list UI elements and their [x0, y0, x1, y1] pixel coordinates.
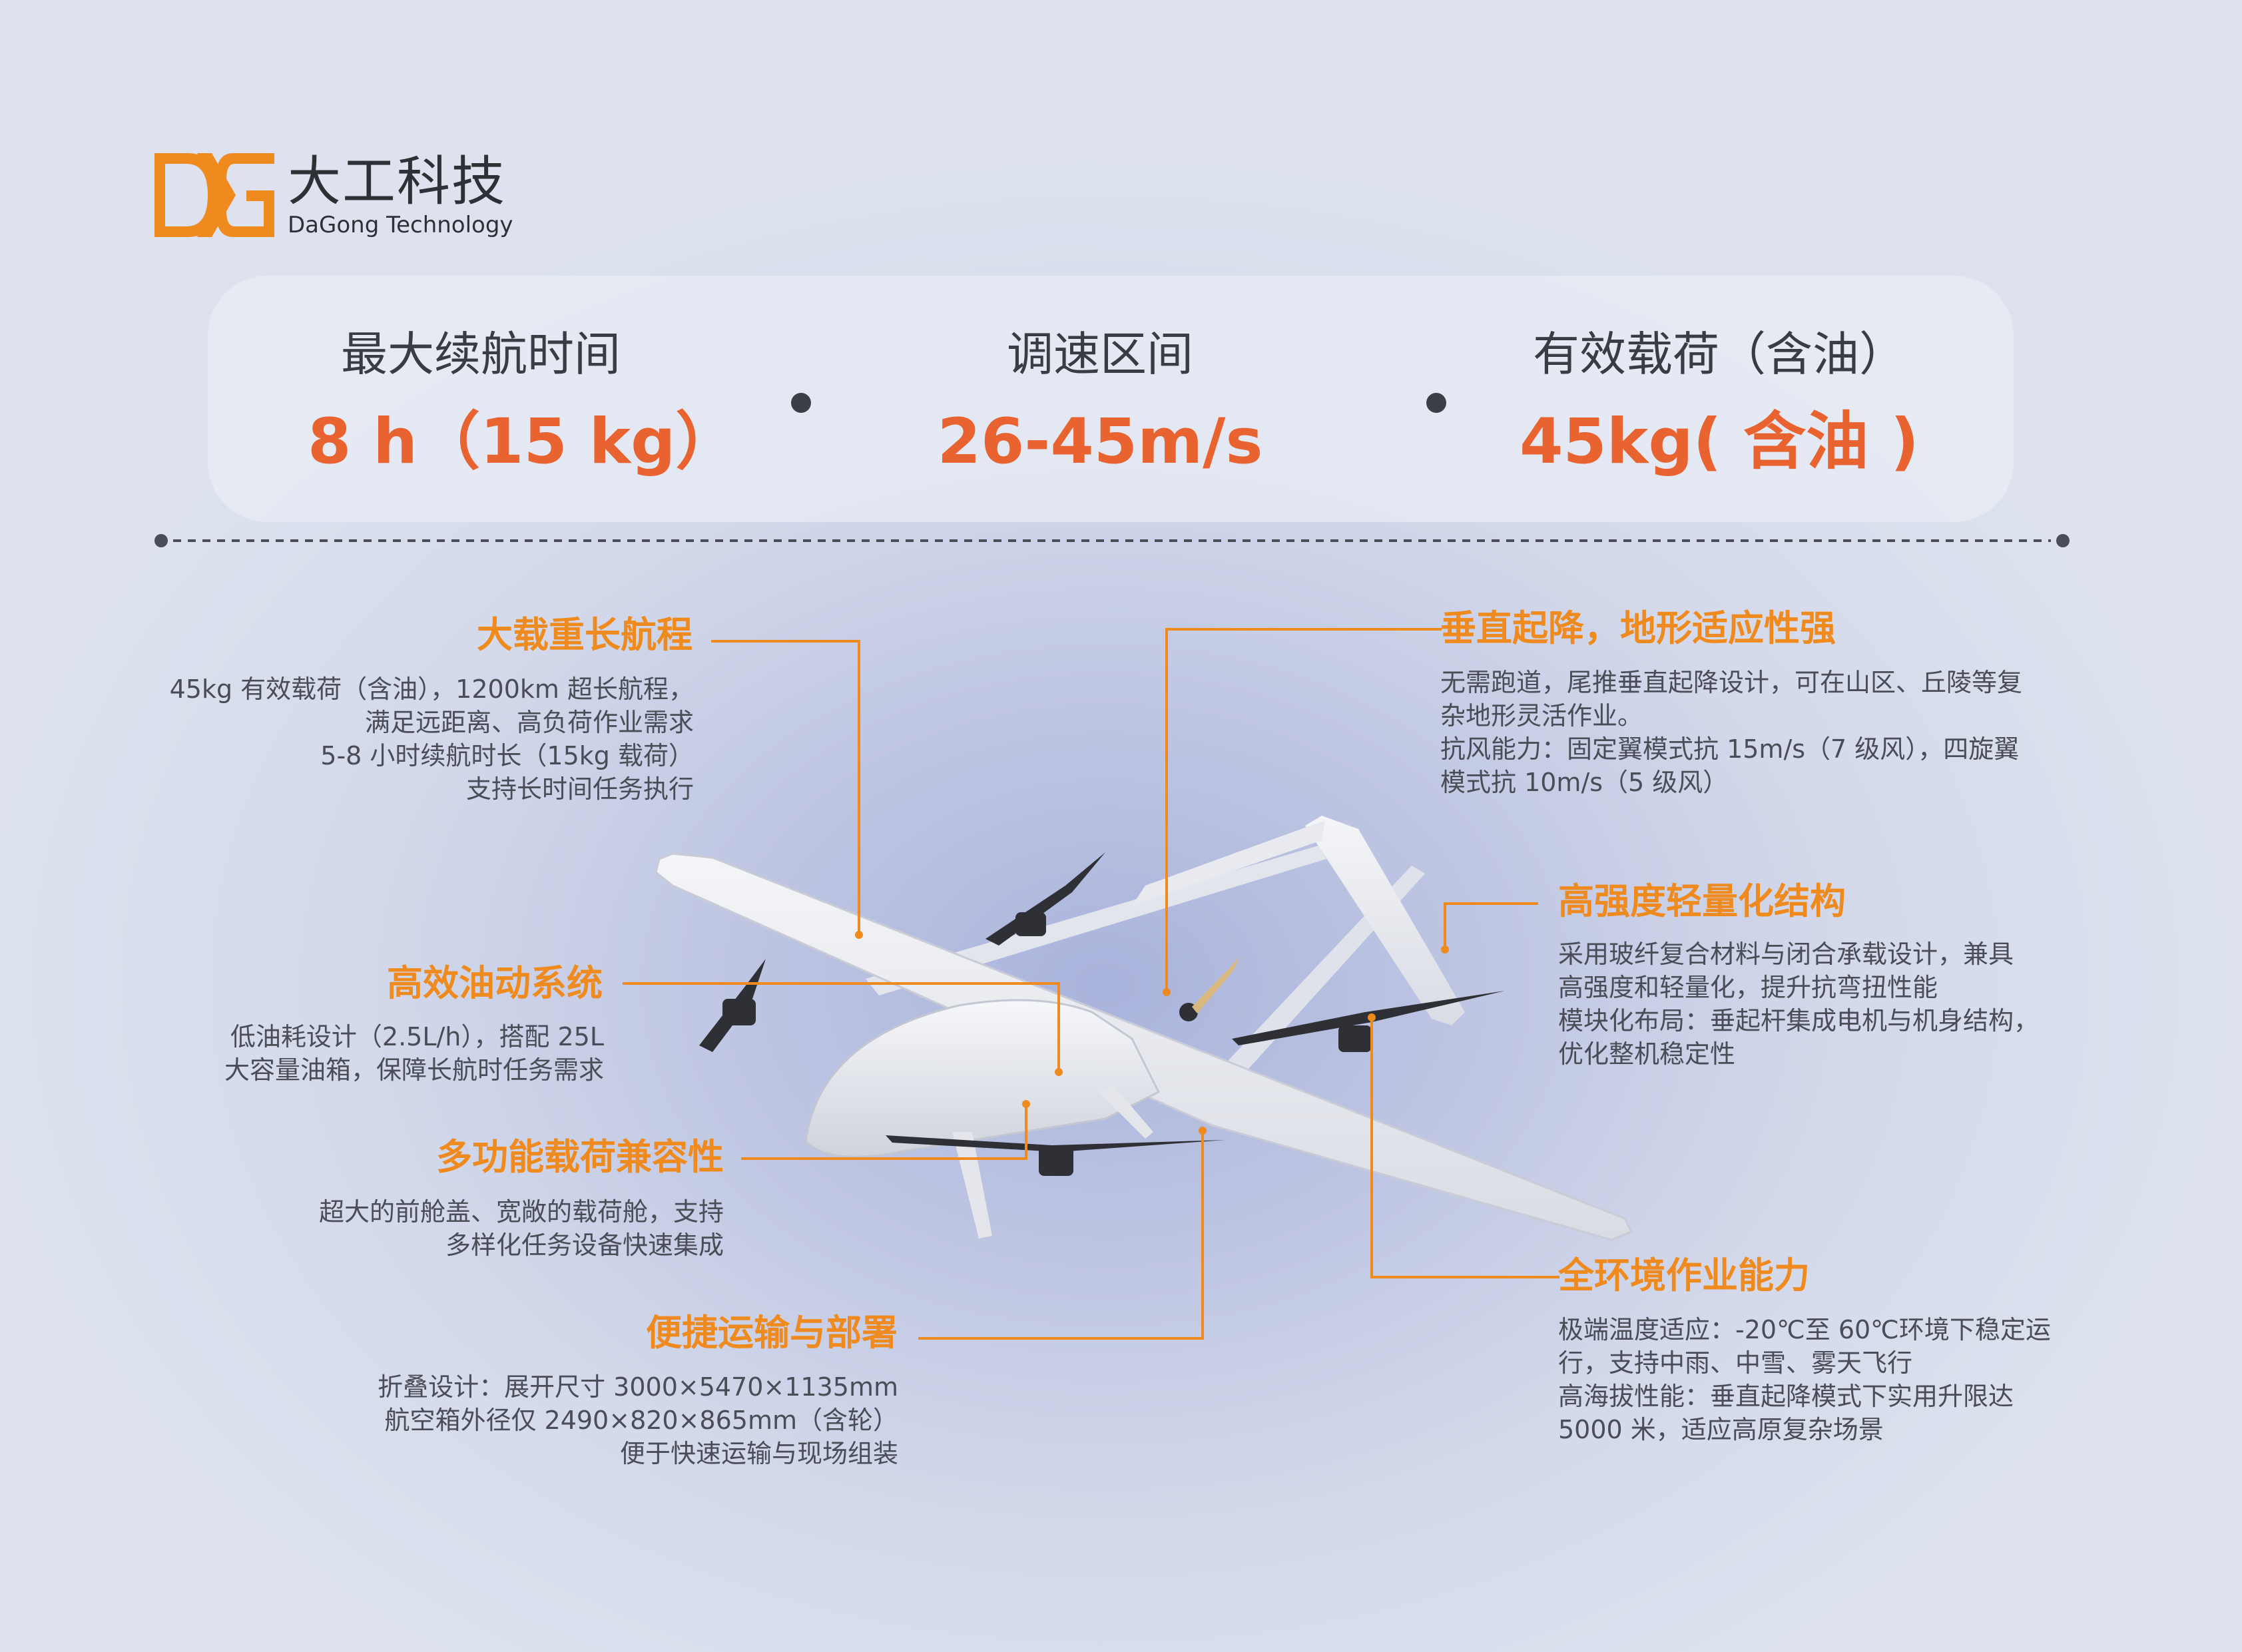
feature-title-vtol: 垂直起降，地形适应性强 — [1440, 607, 1836, 649]
tail-boom — [866, 846, 1326, 995]
feature-desc-line: 多样化任务设备快速集成 — [445, 1231, 724, 1260]
leader-line — [623, 982, 1060, 1071]
feature-desc-line: 5-8 小时续航时长（15kg 载荷） — [320, 741, 694, 770]
company-name-cn: 大工科技 — [288, 150, 506, 212]
feature-desc-line: 5000 米，适应高原复杂场景 — [1558, 1415, 1884, 1444]
feature-desc-line: 优化整机稳定性 — [1558, 1039, 1736, 1069]
feature-desc-vtol: 无需跑道，尾推垂直起降设计，可在山区、丘陵等复 杂地形灵活作业。 抗风能力：固定… — [1440, 666, 2022, 799]
leader-line — [711, 640, 860, 934]
feature-desc-line: 极端温度适应：-20℃至 60℃环境下稳定运 — [1558, 1315, 2051, 1344]
dg-logo-mark — [154, 153, 274, 237]
leader-dot — [1368, 1013, 1376, 1021]
feature-title-structure: 高强度轻量化结构 — [1558, 880, 1846, 922]
stat-payload: 有效载荷（含油） 45kg( 含油 ) — [1486, 328, 1952, 477]
landing-gear — [1099, 1085, 1153, 1139]
feature-desc-payload-compat: 超大的前舱盖、宽敞的载荷舱，支持 多样化任务设备快速集成 — [319, 1195, 724, 1262]
stat-value: 45kg( 含油 ) — [1520, 406, 1919, 478]
feature-desc-line: 抗风能力：固定翼模式抗 15m/s（7 级风），四旋翼 — [1440, 734, 2020, 764]
feature-title-payload-compat: 多功能载荷兼容性 — [436, 1136, 724, 1178]
feature-desc-line: 超大的前舱盖、宽敞的载荷舱，支持 — [318, 1197, 724, 1227]
feature-desc-line: 支持长时间任务执行 — [465, 774, 694, 804]
tail-fin — [1305, 816, 1465, 1025]
feature-desc-transport: 折叠设计：展开尺寸 3000×5470×1135mm 航空箱外径仅 2490×8… — [378, 1370, 898, 1470]
feature-desc-line: 折叠设计：展开尺寸 3000×5470×1135mm — [378, 1372, 898, 1402]
leader-dot — [1163, 988, 1171, 996]
feature-desc-line: 便于快速运输与现场组装 — [619, 1439, 898, 1468]
company-logo: 大工科技 DaGong Technology — [154, 150, 514, 244]
feature-desc-line: 低油耗设计（2.5L/h），搭配 25L — [230, 1022, 604, 1051]
stat-label: 有效载荷（含油） — [1533, 327, 1906, 382]
separator-dot — [1426, 393, 1446, 413]
feature-title-fuel-system: 高效油动系统 — [387, 962, 603, 1004]
feature-title-heavy-payload: 大载重长航程 — [477, 614, 693, 656]
leader-dot — [1022, 1100, 1030, 1108]
feature-desc-heavy-payload: 45kg 有效载荷（含油），1200km 超长航程， 满足远距离、高负荷作业需求… — [170, 673, 694, 806]
feature-desc-line: 行，支持中雨、中雪、雾天飞行 — [1558, 1348, 1913, 1378]
stat-value: 26-45m/s — [937, 406, 1263, 478]
fuselage — [804, 999, 1161, 1158]
feature-desc-line: 模块化布局：垂起杆集成电机与机身结构， — [1558, 1006, 2040, 1035]
leader-line — [1370, 1019, 1559, 1278]
feature-desc-structure: 采用玻纤复合材料与闭合承载设计，兼具 高强度和轻量化，提升抗弯扭性能 模块化布局… — [1558, 938, 2039, 1071]
stat-label: 调速区间 — [1007, 327, 1193, 382]
feature-desc-line: 满足远距离、高负荷作业需求 — [364, 708, 694, 737]
leader-line — [1165, 628, 1442, 991]
main-wing — [655, 852, 1633, 1241]
leader-line — [1444, 902, 1538, 948]
feature-desc-line: 杂地形灵活作业。 — [1440, 701, 1643, 730]
key-specs-panel: 最大续航时间 8 h（15 kg） 调速区间 26-45m/s 有效载荷（含油）… — [208, 276, 2014, 522]
leader-dot — [855, 931, 863, 939]
separator-dot — [791, 393, 811, 413]
company-name-en: DaGong Technology — [288, 212, 513, 238]
feature-title-environment: 全环境作业能力 — [1558, 1254, 1810, 1296]
feature-desc-line: 高强度和轻量化，提升抗弯扭性能 — [1558, 973, 1938, 1002]
feature-desc-line: 采用玻纤复合材料与闭合承载设计，兼具 — [1558, 940, 2014, 969]
feature-desc-line: 模式抗 10m/s（5 级风） — [1440, 768, 1729, 797]
leader-dot — [1055, 1068, 1063, 1076]
leader-line — [741, 1105, 1027, 1160]
feature-desc-line: 高海拔性能：垂直起降模式下实用升限达 — [1558, 1382, 2014, 1411]
rotor-rear-left — [985, 852, 1105, 946]
tail-boom — [1199, 866, 1425, 1102]
tail-fin — [1132, 820, 1325, 906]
rotor-front-right — [886, 1135, 1225, 1176]
feature-desc-environment: 极端温度适应：-20℃至 60℃环境下稳定运 行，支持中雨、中雪、雾天飞行 高海… — [1558, 1313, 2051, 1446]
feature-desc-line: 航空箱外径仅 2490×820×865mm（含轮） — [384, 1406, 898, 1435]
leader-dot — [1199, 1127, 1207, 1135]
leader-line — [918, 1132, 1204, 1340]
pusher-prop — [1179, 956, 1240, 1021]
stat-speed-range: 调速区间 26-45m/s — [927, 328, 1273, 477]
feature-desc-line: 大容量油箱，保障长航时任务需求 — [224, 1055, 604, 1085]
feature-desc-line: 无需跑道，尾推垂直起降设计，可在山区、丘陵等复 — [1440, 668, 2023, 697]
feature-desc-fuel-system: 低油耗设计（2.5L/h），搭配 25L 大容量油箱，保障长航时任务需求 — [224, 1020, 604, 1087]
dashed-divider — [154, 534, 2070, 547]
feature-desc-line: 45kg 有效载荷（含油），1200km 超长航程， — [169, 675, 694, 704]
leader-dot — [1441, 946, 1449, 954]
feature-title-transport: 便捷运输与部署 — [646, 1312, 898, 1354]
stat-label: 最大续航时间 — [341, 327, 621, 382]
